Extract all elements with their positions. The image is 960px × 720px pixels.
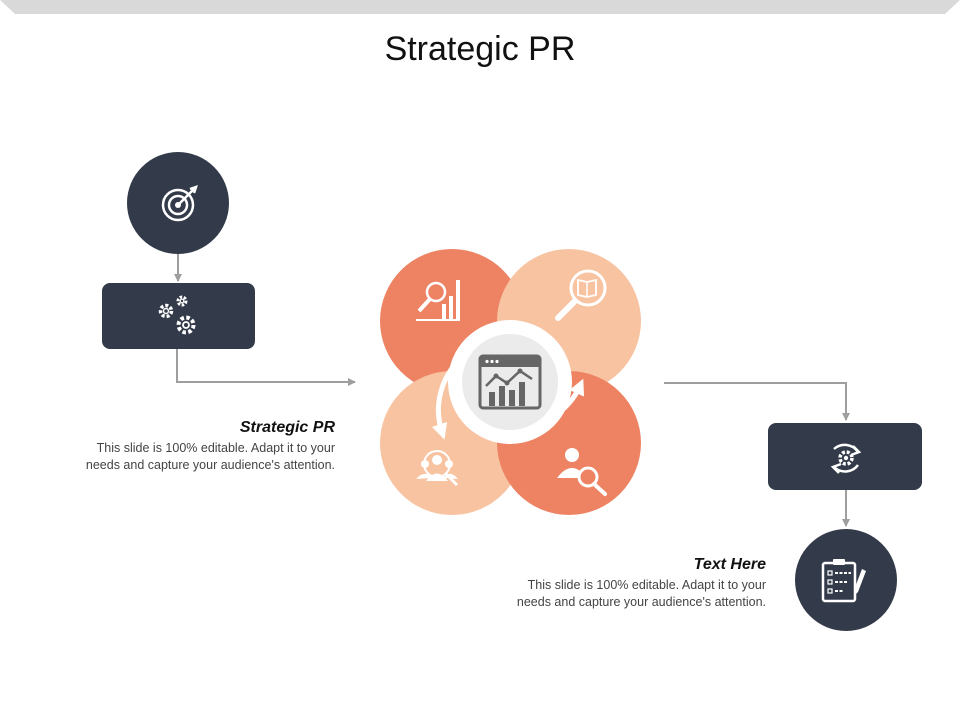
node-cycle-gear [768,423,922,490]
gears-icon [158,295,196,335]
left-body: This slide is 100% editable. Adapt it to… [85,441,335,472]
left-heading: Strategic PR [239,419,335,436]
connector-hub-to-cycle [664,382,850,421]
person-search-icon [557,448,607,496]
cycle-gear-icon [830,443,862,474]
node-checklist [795,529,897,631]
node-target [127,152,229,254]
top-banner [0,0,960,14]
target-icon [161,185,198,222]
right-text-block: Text Here This slide is 100% editable. A… [506,556,766,611]
left-text-block: Strategic PR This slide is 100% editable… [75,419,335,474]
checklist-icon [821,559,866,603]
right-body: This slide is 100% editable. Adapt it to… [516,578,766,609]
analytics-dashboard-icon [478,354,542,410]
book-search-icon [555,269,607,321]
center-hub [448,320,572,444]
page-title: Strategic PR [384,30,576,68]
chart-search-icon [416,280,460,321]
connector-gears-to-hub [176,349,356,386]
node-gears [102,283,255,349]
team-search-icon [416,450,459,487]
right-heading: Text Here [693,556,766,573]
